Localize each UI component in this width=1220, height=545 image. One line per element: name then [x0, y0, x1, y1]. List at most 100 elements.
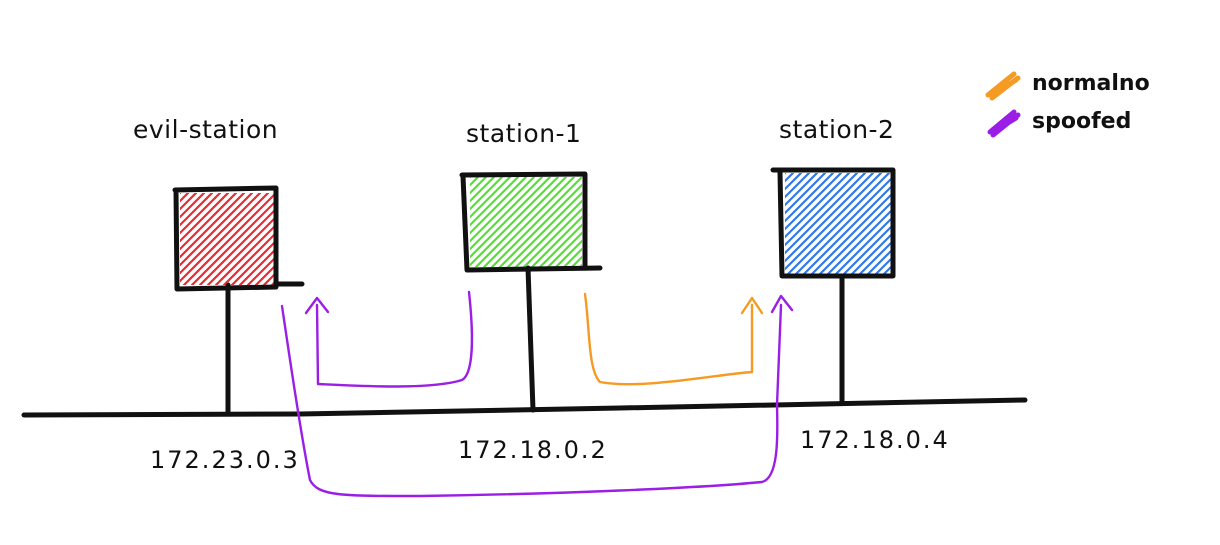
- legend-label-spoofed: spoofed: [1032, 109, 1131, 134]
- hatch-stroke: [490, 177, 582, 267]
- arrowhead-icon: [770, 294, 794, 314]
- ip-label-2: 172.18.0.4: [800, 426, 950, 454]
- hatch-stroke: [660, 177, 750, 267]
- hatch-stroke: [808, 193, 891, 276]
- hatch-stroke: [906, 173, 1009, 276]
- hatch-stroke: [785, 173, 795, 183]
- hatch-stroke: [320, 193, 412, 285]
- hatch-stroke: [180, 193, 214, 227]
- hatch-stroke: [856, 241, 891, 276]
- hatch-stroke: [296, 193, 388, 285]
- hatch-stroke: [946, 173, 1049, 276]
- hatch-stroke: [470, 177, 512, 219]
- hatch-stroke: [514, 199, 582, 267]
- hatch-stroke: [588, 177, 678, 267]
- hatch-stroke: [785, 173, 787, 175]
- hatch-stroke: [914, 173, 1017, 276]
- legend-item-spoofed: spoofed: [987, 109, 1131, 138]
- hatch-stroke: [482, 177, 576, 267]
- hatch-stroke: [470, 177, 504, 211]
- hatch-stroke: [785, 173, 827, 215]
- station-1-box: [459, 171, 758, 273]
- ip-label-1: 172.18.0.2: [458, 436, 608, 464]
- hatch-stroke: [470, 177, 528, 235]
- hatch-stroke: [470, 177, 472, 179]
- hatch-stroke: [180, 193, 262, 275]
- hatch-stroke: [470, 177, 544, 251]
- hatch-stroke: [636, 177, 726, 267]
- hatch-stroke: [190, 201, 274, 285]
- hatch-stroke: [938, 173, 1041, 276]
- hatch-stroke: [668, 177, 758, 267]
- hatch-stroke: [785, 173, 883, 271]
- hatch-stroke: [785, 173, 851, 239]
- hatch-stroke: [824, 209, 891, 276]
- hatch-stroke: [785, 173, 867, 255]
- hatch-stroke: [954, 173, 1057, 276]
- hatch-stroke: [498, 183, 582, 267]
- hatch-stroke: [522, 207, 582, 267]
- hatch-stroke: [304, 193, 396, 285]
- station-label-1: station-1: [466, 119, 581, 148]
- hatch-stroke: [848, 233, 891, 276]
- hatch-stroke: [652, 177, 742, 267]
- hatch-stroke: [604, 177, 694, 267]
- hatch-stroke: [470, 177, 488, 195]
- hatch-stroke: [970, 173, 1073, 276]
- hatch-stroke: [288, 193, 380, 285]
- hatch-stroke: [222, 233, 274, 285]
- hatch-stroke: [596, 177, 686, 267]
- hatch-stroke: [470, 177, 496, 203]
- hatch-stroke: [254, 265, 274, 285]
- flow-spoofed-evil-to-station2: [280, 294, 794, 498]
- hatch-stroke: [530, 215, 582, 267]
- hatch-stroke: [898, 173, 1001, 276]
- hatch-stroke: [214, 225, 274, 285]
- hatch-stroke: [180, 193, 222, 235]
- drop-wire-1: [525, 265, 536, 413]
- arrowhead-icon: [304, 296, 330, 315]
- hatch-stroke: [230, 241, 274, 285]
- hatch-stroke: [864, 249, 891, 276]
- hatch-stroke: [470, 177, 520, 227]
- hatch-stroke: [270, 281, 274, 285]
- hatch-stroke: [180, 193, 254, 267]
- legend-item-normalno: normalno: [985, 71, 1150, 101]
- hatch-stroke: [180, 193, 206, 219]
- hatch-stroke: [554, 239, 582, 267]
- flow-spoofed-station1-to-evil: [304, 290, 474, 388]
- hatch-stroke: [180, 193, 270, 283]
- hatch-stroke: [792, 177, 891, 276]
- legend-label-normalno: normalno: [1032, 71, 1150, 96]
- hatch-stroke: [344, 193, 436, 285]
- hatch-stroke: [785, 173, 859, 247]
- hatch-stroke: [328, 193, 420, 285]
- hatch-stroke: [336, 193, 428, 285]
- hatch-stroke: [180, 193, 198, 211]
- hatch-stroke: [182, 193, 274, 285]
- hatch-stroke: [816, 201, 891, 276]
- hatch-stroke: [785, 173, 835, 223]
- hatch-stroke: [930, 173, 1033, 276]
- hatch-stroke: [620, 177, 710, 267]
- hatch-stroke: [538, 223, 582, 267]
- hatch-stroke: [352, 193, 444, 285]
- hatch-stroke: [785, 173, 811, 199]
- hatch-stroke: [785, 173, 875, 263]
- station-label-2: station-2: [779, 115, 894, 144]
- hatch-stroke: [506, 191, 582, 267]
- hatch-stroke: [470, 177, 552, 259]
- hatch-stroke: [474, 177, 568, 267]
- hatch-stroke: [840, 225, 891, 276]
- hatch-stroke: [880, 265, 891, 276]
- hatch-stroke: [206, 217, 274, 285]
- hatch-stroke: [612, 177, 702, 267]
- hatch-stroke: [578, 263, 582, 267]
- hatch-stroke: [238, 249, 274, 285]
- hatch-stroke: [180, 193, 230, 243]
- hatch-stroke: [246, 257, 274, 285]
- hatch-stroke: [785, 173, 843, 231]
- station-label-evil: evil-station: [133, 115, 278, 144]
- hatch-stroke: [180, 193, 182, 195]
- hatch-stroke: [562, 247, 582, 267]
